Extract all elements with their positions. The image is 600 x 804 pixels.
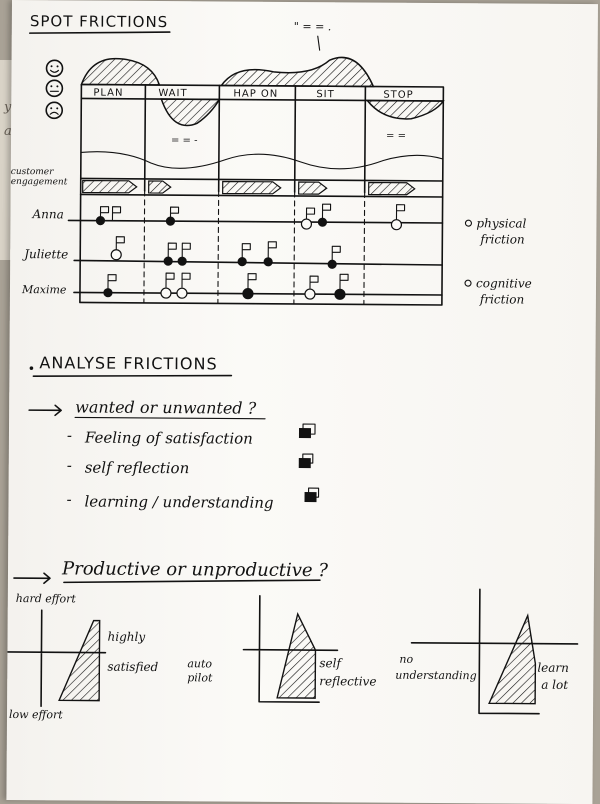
lane-maxime bbox=[73, 291, 443, 296]
bullet-dot bbox=[29, 366, 34, 370]
item-dash-3: - bbox=[66, 490, 71, 508]
item-learning: learning / understanding bbox=[84, 493, 273, 512]
understanding-chart bbox=[410, 588, 579, 715]
friction-flags bbox=[99, 203, 406, 293]
emotion-curve-happen bbox=[219, 56, 375, 88]
annotation-mark: " = = . bbox=[294, 20, 332, 33]
sad-face-icon bbox=[45, 101, 64, 120]
annotation-pointer bbox=[317, 35, 321, 51]
hard-effort-label: hard effort bbox=[16, 592, 77, 605]
engagement-lane bbox=[79, 177, 444, 198]
a-lot-label: a lot bbox=[541, 678, 568, 692]
spot-title-underline bbox=[28, 31, 171, 34]
engagement-arrows bbox=[82, 179, 416, 196]
journey-grid bbox=[79, 83, 445, 306]
stage-dividers bbox=[143, 84, 367, 306]
arrow-icon bbox=[28, 404, 62, 417]
stage-header-bottom bbox=[80, 97, 445, 102]
learn-label: learn bbox=[537, 661, 569, 675]
emotion-curve-wait bbox=[160, 98, 221, 127]
productive-title: Productive or unproductive ? bbox=[61, 558, 328, 581]
analyse-title-underline bbox=[32, 374, 233, 377]
pilot-label: pilot bbox=[187, 671, 213, 684]
self-label: self bbox=[319, 656, 343, 670]
auto-label: auto bbox=[187, 657, 212, 670]
question-underline bbox=[74, 416, 266, 420]
stage-stop: STOP bbox=[383, 90, 413, 101]
sketch-canvas: SPOT FRICTIONS " = = . = = - = = PLAN WA… bbox=[6, 12, 579, 721]
stage-plan: PLAN bbox=[93, 88, 123, 99]
wait-note: = = - bbox=[171, 135, 198, 146]
legend-cognitive: cognitive bbox=[476, 276, 532, 290]
wave-line bbox=[80, 151, 444, 170]
reflection-checkbox-icon bbox=[298, 453, 314, 469]
person-juliette: Juliette bbox=[21, 247, 68, 261]
stage-wait: WAIT bbox=[158, 88, 187, 99]
spot-frictions-title: SPOT FRICTIONS bbox=[30, 12, 169, 31]
legend-physical: physical bbox=[476, 216, 526, 230]
person-maxime: Maxime bbox=[21, 283, 67, 296]
learning-checkbox-icon bbox=[304, 487, 320, 503]
stop-note: = = bbox=[386, 131, 406, 142]
wanted-question: wanted or unwanted ? bbox=[75, 397, 257, 417]
reflection-chart bbox=[242, 594, 339, 703]
no-label: no bbox=[399, 653, 413, 666]
analyse-frictions-title: ANALYSE FRICTIONS bbox=[39, 353, 217, 373]
effort-chart bbox=[6, 609, 107, 708]
emotion-curve-plan bbox=[80, 57, 161, 86]
cognitive-friction-legend-icon bbox=[464, 279, 472, 287]
satisfaction-checkbox-icon bbox=[298, 423, 316, 439]
emotion-curve-stop bbox=[365, 99, 445, 120]
stage-sit: SIT bbox=[316, 89, 334, 100]
item-dash-1: - bbox=[67, 426, 72, 444]
desk-note-text-1: y bbox=[4, 100, 12, 115]
item-satisfaction: Feeling of satisfaction bbox=[84, 429, 253, 448]
lane-juliette bbox=[73, 259, 443, 266]
stage-happen: HAP ON bbox=[233, 89, 278, 100]
neutral-face-icon bbox=[45, 79, 64, 98]
legend-cognitive-2: friction bbox=[479, 292, 524, 306]
customer-label: customer bbox=[11, 167, 54, 177]
low-effort-label: low effort bbox=[9, 708, 63, 721]
reflective-label: reflective bbox=[319, 674, 376, 688]
arrow-icon-2 bbox=[13, 572, 51, 585]
engagement-label: engagement bbox=[11, 177, 68, 187]
paper-sheet: SPOT FRICTIONS " = = . = = - = = PLAN WA… bbox=[6, 0, 598, 804]
friction-markers bbox=[95, 216, 403, 300]
person-anna: Anna bbox=[31, 207, 63, 221]
understanding-label: understanding bbox=[395, 669, 476, 683]
item-reflection: self reflection bbox=[85, 459, 190, 478]
item-dash-2: - bbox=[67, 456, 72, 474]
happy-face-icon bbox=[45, 59, 64, 78]
legend-physical-2: friction bbox=[479, 232, 524, 246]
highly-label: highly bbox=[108, 630, 146, 644]
productive-underline bbox=[63, 579, 321, 584]
satisfied-label: satisfied bbox=[107, 660, 158, 674]
lane-anna bbox=[67, 219, 444, 224]
physical-friction-legend-icon bbox=[464, 219, 473, 227]
